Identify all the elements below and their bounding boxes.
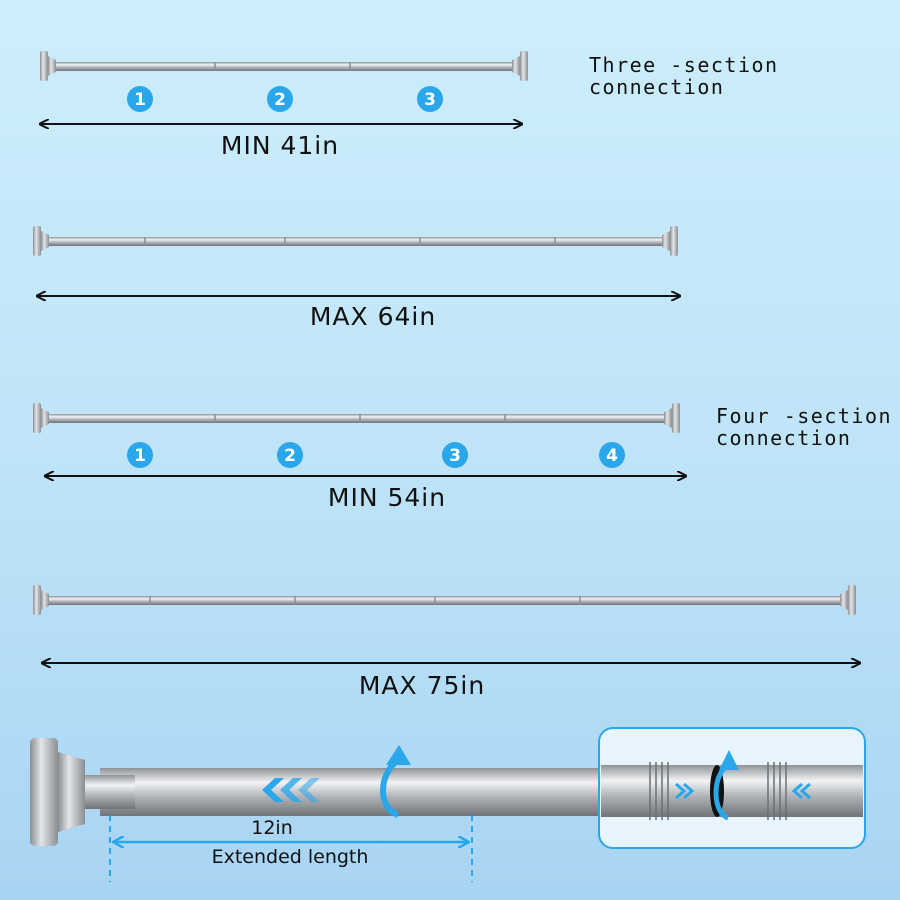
connection-inset: [598, 727, 866, 849]
end-cap: [33, 585, 41, 615]
section-number-badge: 3: [417, 86, 443, 112]
note-line: connection: [716, 426, 852, 450]
note-line: connection: [589, 75, 725, 99]
svg-text:4: 4: [606, 446, 618, 466]
end-cap: [33, 226, 41, 256]
end-cap: [670, 226, 678, 256]
section-number-badge: 2: [277, 442, 303, 468]
end-cap: [672, 403, 680, 433]
section-number-badge: 4: [599, 442, 625, 468]
section-number-badge: 1: [127, 86, 153, 112]
extension-caption: Extended length: [211, 846, 369, 868]
max-75-label: MAX 75in: [358, 671, 486, 700]
tension-rod: [33, 226, 678, 256]
svg-text:2: 2: [284, 446, 296, 466]
section-number-badge: 1: [127, 442, 153, 468]
three-section-note: Three -section connection: [589, 54, 779, 98]
four-section-note: Four -section connection: [716, 405, 892, 449]
min-41-label: MIN 41in: [220, 131, 340, 160]
end-cap: [33, 403, 41, 433]
end-cap: [40, 51, 48, 81]
section-number-badge: 2: [267, 86, 293, 112]
rod-closeup: [30, 727, 866, 882]
tension-rod: [33, 585, 856, 615]
svg-text:2: 2: [274, 90, 286, 110]
svg-text:3: 3: [424, 90, 436, 110]
chevron-left-icon: [262, 778, 320, 802]
svg-text:3: 3: [449, 446, 461, 466]
min-54-label: MIN 54in: [327, 483, 447, 512]
note-line: Three -section: [589, 53, 779, 77]
max-64-label: MAX 64in: [309, 302, 437, 331]
tension-rod: [33, 403, 680, 433]
extension-value: 12in: [251, 817, 293, 839]
svg-text:1: 1: [134, 90, 146, 110]
end-cap: [520, 51, 528, 81]
note-line: Four -section: [716, 404, 893, 428]
rotate-arrow-icon: [380, 745, 411, 818]
svg-text:1: 1: [134, 446, 146, 466]
section-number-badge: 3: [442, 442, 468, 468]
end-cap: [848, 585, 856, 615]
tension-rod: [40, 51, 528, 81]
